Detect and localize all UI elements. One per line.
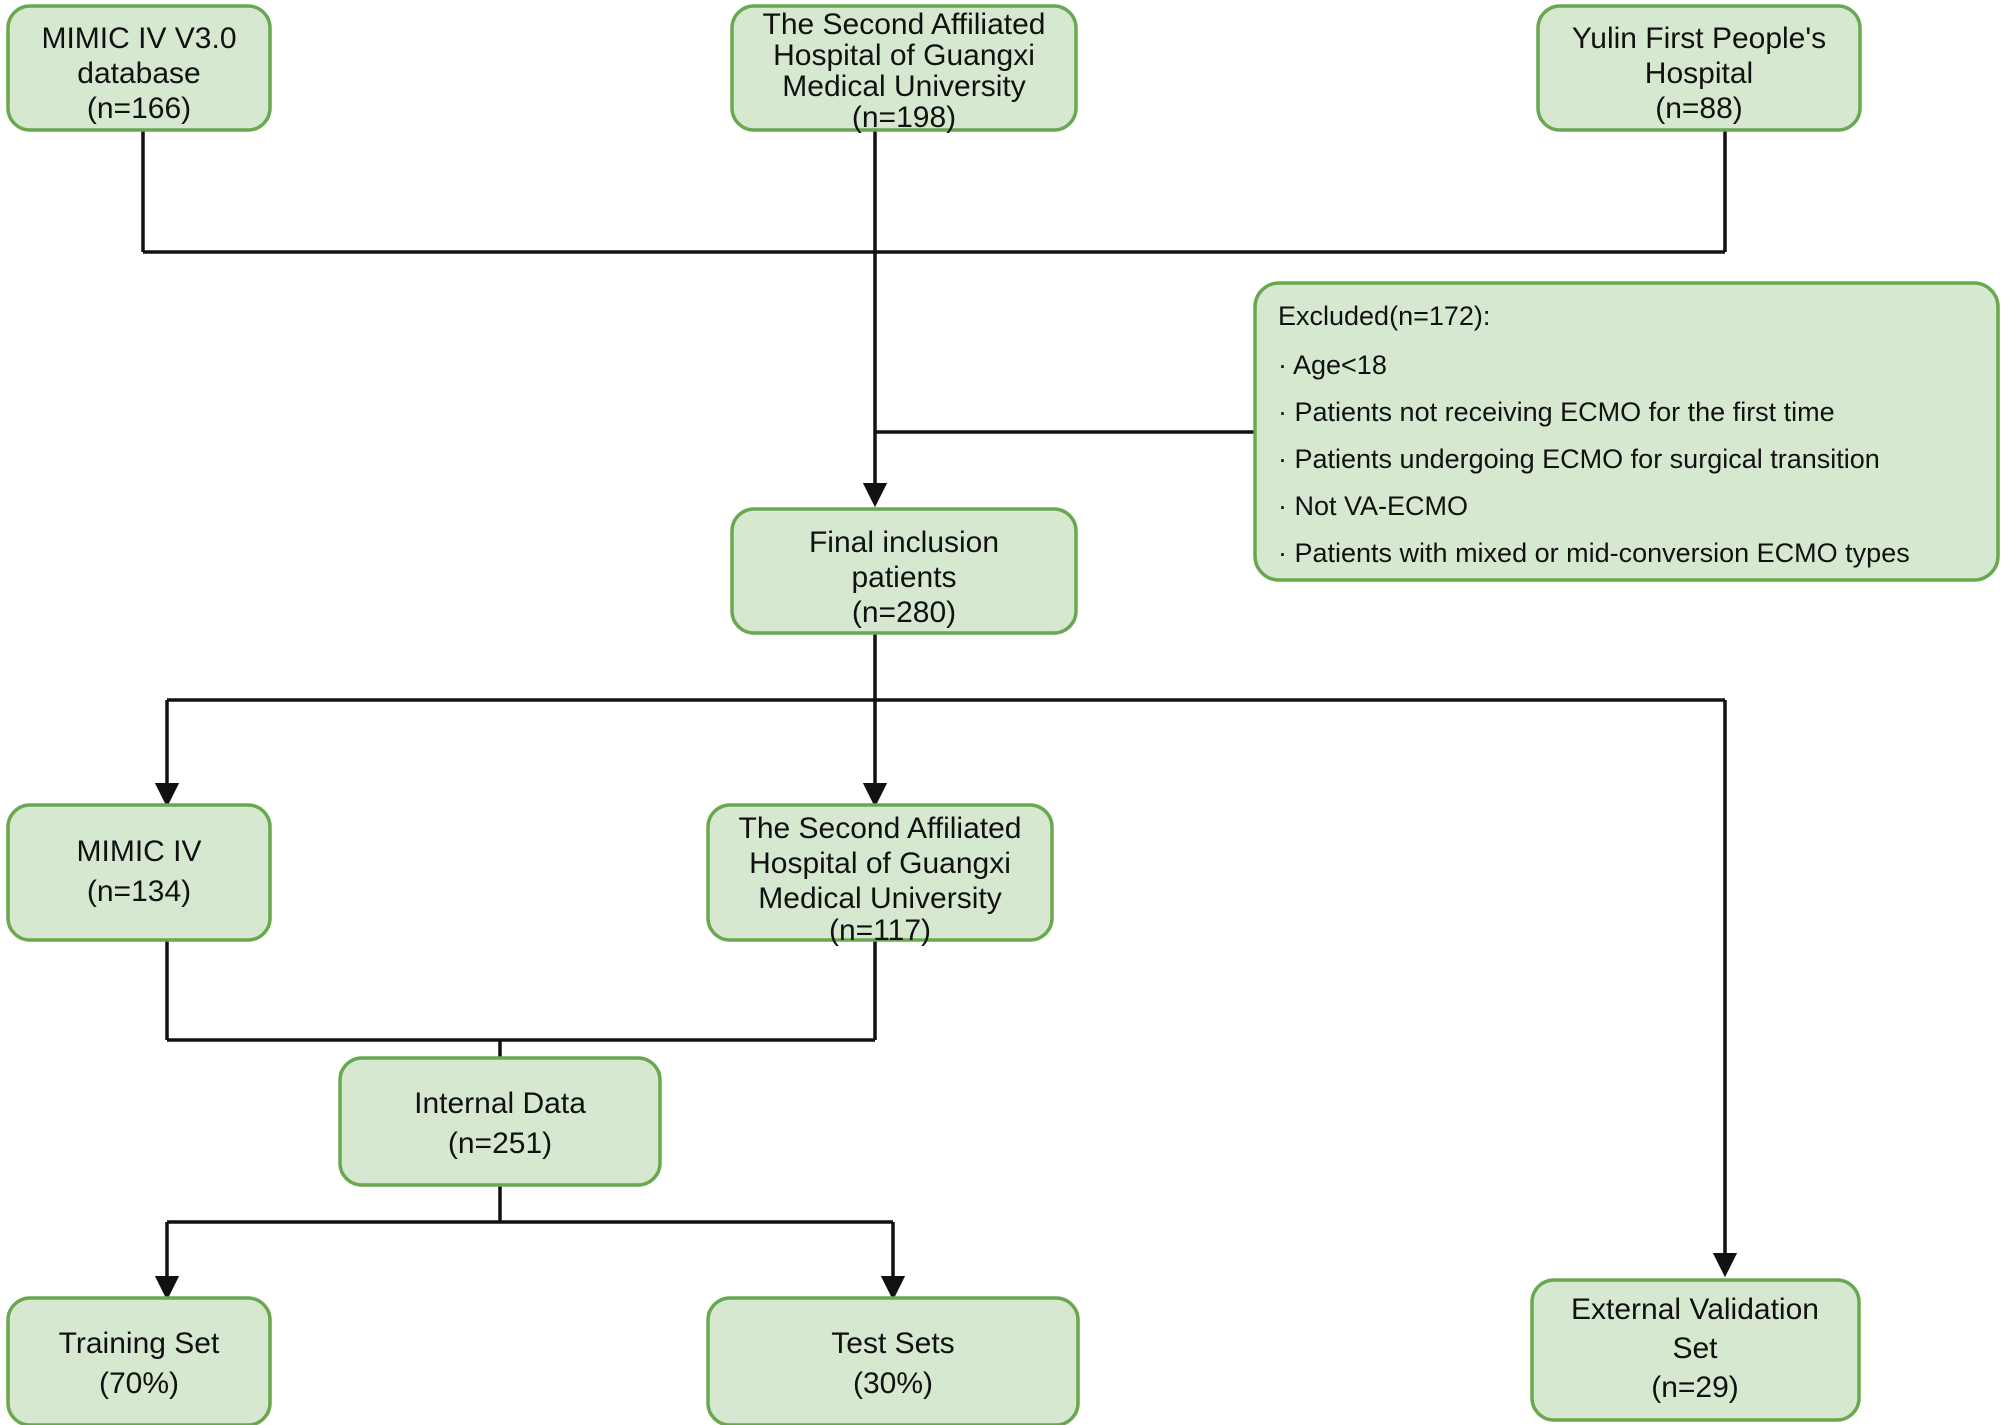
external-validation-line-2: Set <box>1672 1332 1718 1365</box>
exclusion-criterion-2: · Patients not receiving ECMO for the fi… <box>1278 397 1835 427</box>
guangxi-cohort-count: (n=117) <box>829 914 931 947</box>
exclusion-criterion-4: · Not VA-ECMO <box>1278 491 1468 521</box>
exclusion-criterion-3: · Patients undergoing ECMO for surgical … <box>1278 444 1880 474</box>
mimic-cohort-box[interactable] <box>6 803 272 942</box>
guangxi-source-count: (n=198) <box>852 101 956 134</box>
guangxi-source-line-1: The Second Affiliated <box>763 8 1046 41</box>
external-validation-count: (n=29) <box>1651 1371 1739 1404</box>
yulin-hospital-source-node[interactable]: Yulin First People's Hospital (n=88) <box>1536 4 1862 132</box>
training-set-box[interactable] <box>6 1296 272 1425</box>
internal-data-count: (n=251) <box>448 1127 552 1160</box>
training-set-node[interactable]: Training Set (70%) <box>6 1296 272 1425</box>
exclusion-header: Excluded(n=172): <box>1278 301 1490 331</box>
mimic-source-count: (n=166) <box>87 92 191 125</box>
mimic-cohort-line-1: MIMIC IV <box>77 835 202 868</box>
test-set-box[interactable] <box>706 1296 1080 1425</box>
external-validation-line-1: External Validation <box>1571 1293 1819 1326</box>
test-set-node[interactable]: Test Sets (30%) <box>706 1296 1080 1425</box>
mimic-cohort-node[interactable]: MIMIC IV (n=134) <box>6 803 272 942</box>
external-validation-node[interactable]: External Validation Set (n=29) <box>1530 1278 1861 1422</box>
internal-data-node[interactable]: Internal Data (n=251) <box>338 1056 662 1187</box>
guangxi-cohort-line-2: Hospital of Guangxi <box>749 847 1011 880</box>
final-inclusion-line-1: Final inclusion <box>809 526 999 559</box>
mimic-source-line-2: database <box>77 57 200 90</box>
final-inclusion-node[interactable]: Final inclusion patients (n=280) <box>730 507 1078 635</box>
guangxi-cohort-line-1: The Second Affiliated <box>739 812 1022 845</box>
mimic-cohort-count: (n=134) <box>87 875 191 908</box>
mimic-source-line-1: MIMIC IV V3.0 <box>41 22 236 55</box>
guangxi-source-line-3: Medical University <box>782 70 1025 103</box>
yulin-hospital-source-box[interactable] <box>1536 4 1862 132</box>
yulin-source-line-2: Hospital <box>1645 57 1753 90</box>
final-inclusion-box[interactable] <box>730 507 1078 635</box>
mimic-source-box[interactable] <box>6 4 272 132</box>
guangxi-hospital-source-node[interactable]: The Second Affiliated Hospital of Guangx… <box>730 4 1078 134</box>
test-set-percent: (30%) <box>853 1367 933 1400</box>
internal-data-line-1: Internal Data <box>414 1087 586 1120</box>
exclusion-criteria-node[interactable]: Excluded(n=172): · Age<18 · Patients not… <box>1253 281 2000 582</box>
yulin-source-count: (n=88) <box>1655 92 1743 125</box>
final-inclusion-line-2: patients <box>851 561 956 594</box>
guangxi-cohort-line-3: Medical University <box>758 882 1001 915</box>
mimic-source-node[interactable]: MIMIC IV V3.0 database (n=166) <box>6 4 272 132</box>
external-validation-box[interactable] <box>1530 1278 1861 1422</box>
training-set-line-1: Training Set <box>59 1327 220 1360</box>
guangxi-cohort-node[interactable]: The Second Affiliated Hospital of Guangx… <box>706 803 1054 947</box>
final-inclusion-count: (n=280) <box>852 596 956 629</box>
exclusion-criterion-1: · Age<18 <box>1278 350 1387 380</box>
training-set-percent: (70%) <box>99 1367 179 1400</box>
guangxi-hospital-source-box[interactable] <box>730 4 1078 132</box>
guangxi-cohort-box[interactable] <box>706 803 1054 942</box>
guangxi-source-line-2: Hospital of Guangxi <box>773 39 1035 72</box>
test-set-line-1: Test Sets <box>831 1327 954 1360</box>
exclusion-criterion-5: · Patients with mixed or mid-conversion … <box>1278 538 1910 568</box>
exclusion-criteria-box[interactable] <box>1253 281 2000 582</box>
internal-data-box[interactable] <box>338 1056 662 1187</box>
yulin-source-line-1: Yulin First People's <box>1572 22 1826 55</box>
